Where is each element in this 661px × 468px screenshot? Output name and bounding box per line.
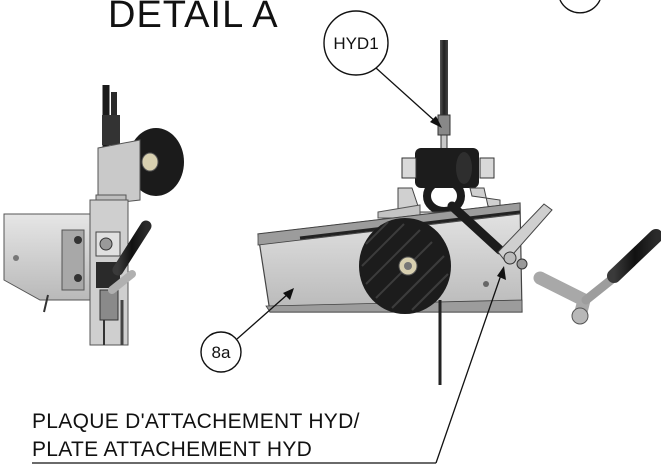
side-handle bbox=[112, 220, 152, 276]
part-8a-callout-label: 8a bbox=[212, 343, 231, 362]
mount-block bbox=[97, 139, 141, 206]
crank-grip bbox=[607, 229, 661, 283]
partial-callout-circle bbox=[559, 0, 601, 14]
eye-ring bbox=[423, 177, 465, 215]
part-8a-leader bbox=[236, 293, 289, 340]
main-view-assembly bbox=[257, 40, 661, 385]
part-8a-callout-circle bbox=[200, 331, 242, 373]
note-leader bbox=[435, 271, 503, 464]
hyd1-callout-circle bbox=[323, 10, 389, 76]
hydraulic-hose bbox=[440, 40, 448, 115]
hyd1-callout-label: HYD1 bbox=[333, 34, 378, 53]
detail-title: DETAIL A bbox=[108, 0, 279, 36]
plate-note-line-1: PLAQUE D'ATTACHEMENT HYD/ bbox=[32, 410, 360, 433]
hyd1-leader bbox=[375, 67, 437, 123]
hose-coupler bbox=[102, 115, 120, 145]
side-view-assembly bbox=[3, 85, 184, 346]
crank-arm bbox=[533, 271, 591, 307]
plate-note-line-2: PLATE ATTACHEMENT HYD bbox=[32, 438, 313, 461]
